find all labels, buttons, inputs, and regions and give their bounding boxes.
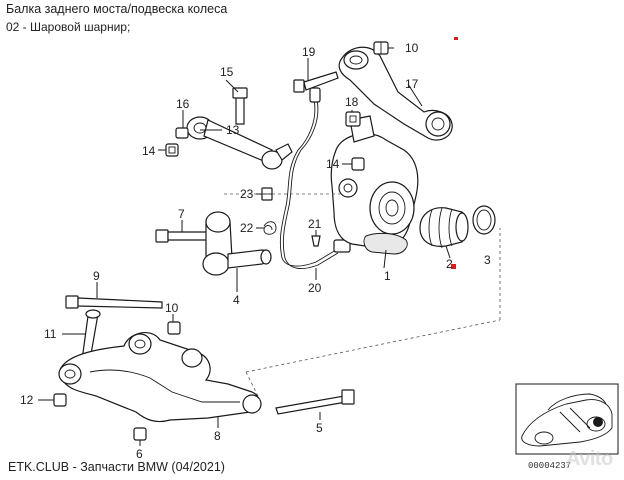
nut-18[interactable] (345, 111, 361, 127)
callout-20: 20 (308, 281, 322, 295)
ball-joint-boot[interactable] (419, 207, 469, 249)
callout-12: 12 (20, 393, 34, 407)
callout-4: 4 (233, 293, 240, 307)
link-arm-13[interactable] (186, 116, 293, 170)
callout-11: 11 (44, 327, 57, 341)
callout-14-left: 14 (142, 144, 156, 158)
nut-12[interactable] (53, 393, 67, 407)
callout-3: 3 (484, 253, 491, 267)
callout-16: 16 (176, 97, 190, 111)
callout-23: 23 (240, 187, 254, 201)
callout-7: 7 (178, 207, 185, 221)
callout-2: 2 (446, 257, 453, 271)
bolt-7[interactable] (155, 229, 213, 243)
callout-6: 6 (136, 447, 143, 461)
bolt-15[interactable] (232, 87, 248, 125)
callout-17: 17 (405, 77, 419, 91)
diagram-title: Балка заднего моста/подвеска колеса (6, 2, 228, 16)
callout-9: 9 (93, 269, 100, 283)
callout-15: 15 (220, 65, 234, 79)
callout-1: 1 (384, 269, 391, 283)
callout-8: 8 (214, 429, 221, 443)
diagram-number: 00004237 (528, 461, 572, 471)
highlight-marker (451, 264, 456, 269)
nut-10-lower[interactable] (167, 321, 181, 335)
screw-21[interactable] (311, 235, 321, 247)
callout-21: 21 (308, 217, 322, 231)
callout-5: 5 (316, 421, 323, 435)
callout-18: 18 (345, 95, 359, 109)
bolt-5[interactable] (275, 389, 355, 415)
vehicle-location-inset (515, 383, 619, 455)
callout-13: 13 (226, 123, 240, 137)
watermark: Avito (566, 448, 613, 470)
circlip-3[interactable] (472, 205, 496, 235)
callout-22: 22 (240, 221, 254, 235)
nut-14-left[interactable] (165, 143, 179, 157)
callout-19: 19 (302, 45, 316, 59)
lower-control-arm[interactable] (58, 331, 262, 423)
leader-lines (38, 47, 451, 446)
nut-16[interactable] (175, 127, 189, 139)
callout-10-top: 10 (405, 41, 419, 55)
source-caption: ETK.CLUB - Запчасти BMW (04/2021) (8, 460, 225, 474)
callout-10-lower: 10 (165, 301, 179, 315)
alignment-line (245, 319, 501, 373)
bolt-9[interactable] (65, 295, 163, 309)
clip-22[interactable] (263, 221, 277, 235)
nut-14-right[interactable] (351, 157, 365, 171)
nut-6[interactable] (133, 427, 147, 441)
callout-14-right: 14 (326, 157, 340, 171)
abs-sensor-cable[interactable] (279, 87, 351, 270)
toe-link[interactable] (202, 211, 272, 276)
bolt-19[interactable] (293, 71, 339, 93)
highlight-dot (454, 37, 458, 40)
alignment-line (245, 371, 261, 401)
wheel-carrier[interactable] (330, 115, 419, 255)
diagram-subtitle: 02 - Шаровой шарнир; (6, 20, 131, 34)
nut-top[interactable] (373, 41, 389, 55)
